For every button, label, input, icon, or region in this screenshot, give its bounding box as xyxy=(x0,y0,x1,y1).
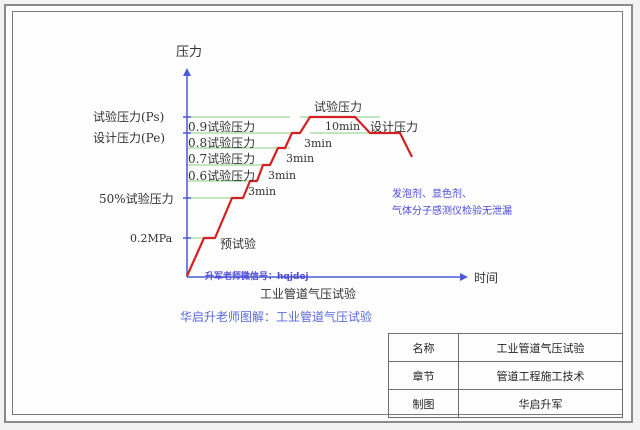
label-test-pressure: 试验压力(Ps) xyxy=(93,109,164,124)
label-50pct: 50%试验压力 xyxy=(99,191,174,206)
x-axis xyxy=(187,273,468,281)
label-design-pressure: 设计压力(Pe) xyxy=(93,131,165,145)
chart-caption: 华启升老师图解：工业管道气压试验 xyxy=(180,309,372,324)
x-axis-title: 时间 xyxy=(474,271,498,285)
table-row: 章节 管道工程施工技术 xyxy=(388,361,623,390)
top-label: 试验压力 xyxy=(314,99,362,114)
pretest-label: 预试验 xyxy=(220,236,256,251)
label-0-8: 0.8试验压力 xyxy=(188,135,255,150)
label-0-2mpa: 0.2MPa xyxy=(130,232,173,245)
title-block-key: 制图 xyxy=(388,389,459,418)
hold-3min-3: 3min xyxy=(286,152,314,165)
title-block-value: 工业管道气压试验 xyxy=(458,333,623,362)
y-axis-arrow-icon xyxy=(183,68,191,76)
title-block-value: 管道工程施工技术 xyxy=(458,361,623,390)
label-0-9: 0.9试验压力 xyxy=(188,119,255,134)
title-block-table: 名称 工业管道气压试验 章节 管道工程施工技术 制图 华启升军 xyxy=(388,333,623,418)
chart-title: 工业管道气压试验 xyxy=(260,286,356,301)
hold-3min-2: 3min xyxy=(268,169,296,182)
label-0-6: 0.6试验压力 xyxy=(188,168,255,183)
hold-3min-1: 3min xyxy=(248,185,276,198)
label-0-7: 0.7试验压力 xyxy=(188,151,255,166)
table-row: 制图 华启升军 xyxy=(388,389,623,418)
note-line-2: 气体分子感测仪检验无泄漏 xyxy=(392,204,512,217)
title-block-value: 华启升军 xyxy=(458,389,623,418)
title-block-key: 章节 xyxy=(388,361,459,390)
note-line-1: 发泡剂、显色剂、 xyxy=(392,187,472,200)
x-axis-arrow-icon xyxy=(460,273,468,281)
design-label: 设计压力 xyxy=(370,120,418,134)
pressure-curve xyxy=(185,115,413,277)
y-axis-title: 压力 xyxy=(176,45,202,60)
watermark-text: 升军老师微信号：hqjdej xyxy=(205,270,309,282)
table-row: 名称 工业管道气压试验 xyxy=(388,333,623,362)
title-block-key: 名称 xyxy=(388,333,459,362)
hold-3min-4: 3min xyxy=(304,137,332,150)
y-axis xyxy=(183,68,191,277)
hold-10min: 10min xyxy=(325,120,360,133)
